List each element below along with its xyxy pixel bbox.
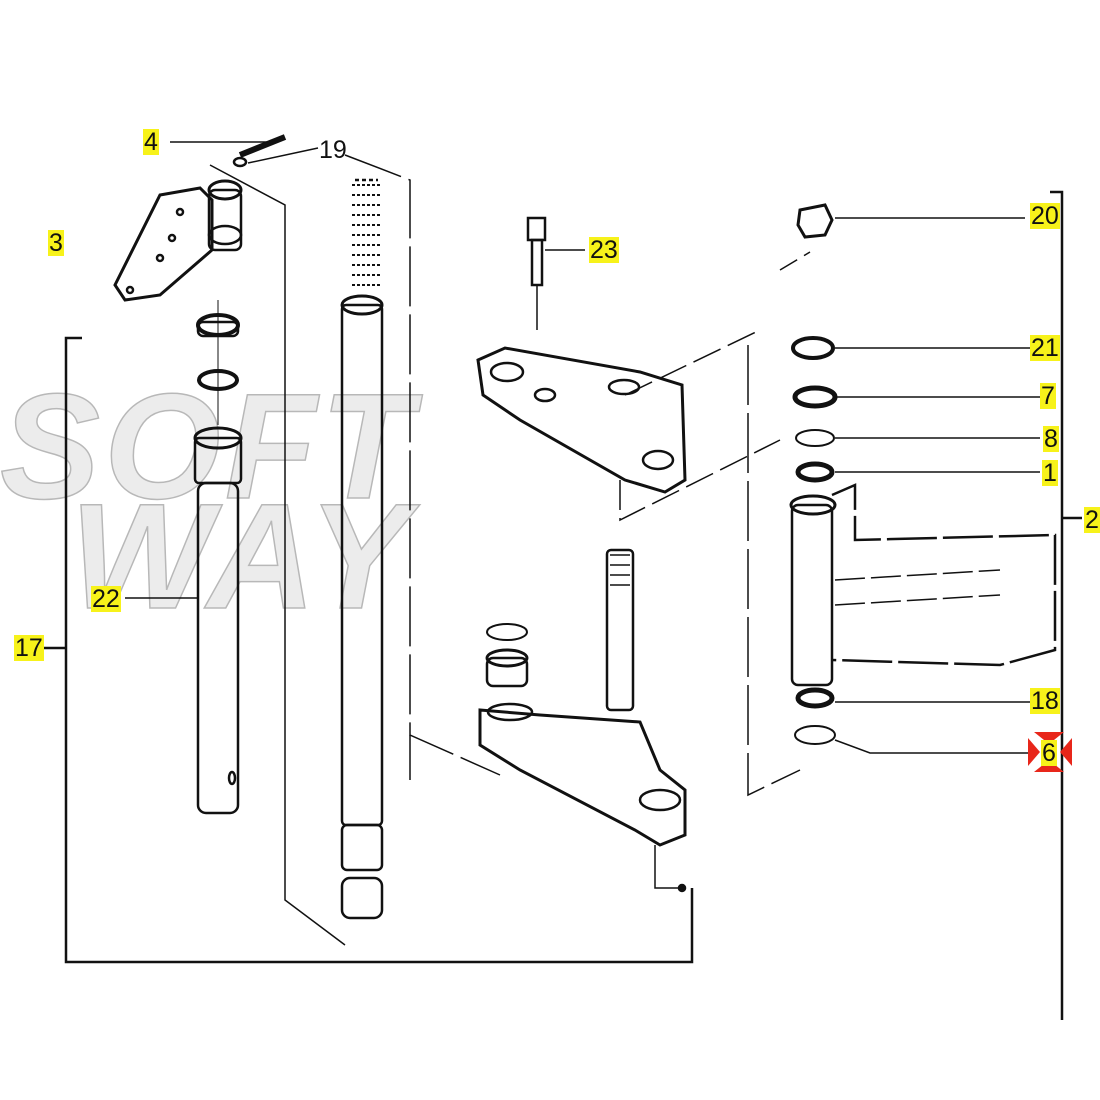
bracket-2 [1050,190,1064,1020]
callout-3: 3 [48,229,64,257]
callout-7: 7 [1040,382,1056,410]
swing-arm [831,483,1057,667]
callout-23: 23 [589,236,619,264]
callout-4: 4 [143,128,159,156]
callout-17: 17 [14,634,44,662]
selection-marker [1028,732,1072,772]
bracket-17 [64,336,694,964]
callout-19: 19 [319,136,347,164]
callout-21: 21 [1030,334,1060,362]
part-3-bracket [113,186,214,302]
callout-6[interactable]: 6 [1041,739,1057,767]
callout-22: 22 [91,585,121,613]
callout-1: 1 [1042,459,1058,487]
callout-18: 18 [1030,687,1060,715]
lower-triple-clamp [478,708,687,847]
callout-2: 2 [1084,506,1100,534]
watermark-way: WAY [69,471,413,641]
upper-triple-clamp [476,346,687,494]
callout-20: 20 [1030,202,1060,230]
callout-8: 8 [1043,425,1059,453]
